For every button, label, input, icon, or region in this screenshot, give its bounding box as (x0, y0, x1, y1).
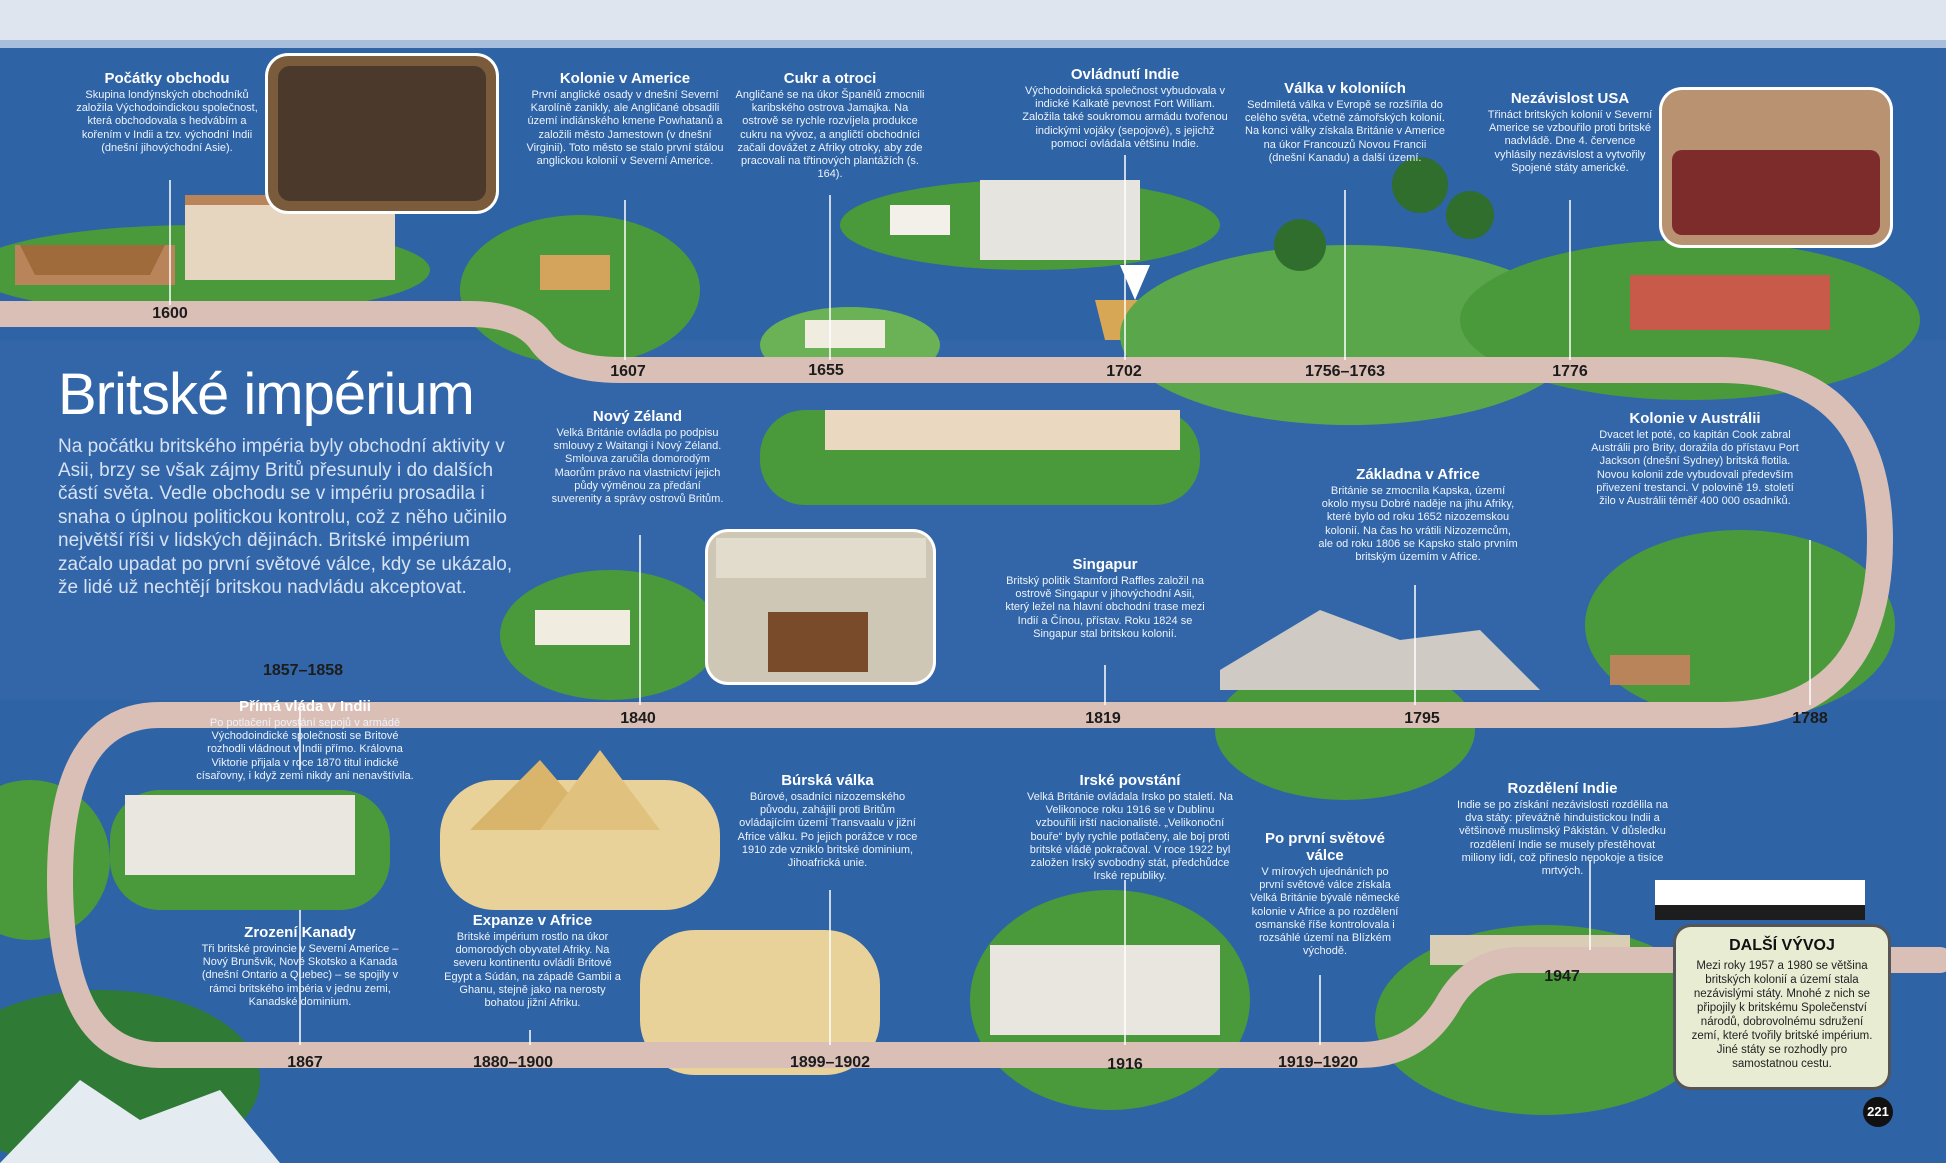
event-text: V mírových ujednáních po první světové v… (1250, 866, 1400, 958)
event-1916: Irské povstání Velká Británie ovládala I… (1025, 772, 1235, 883)
year-label: 1702 (1106, 363, 1142, 380)
event-text: Dvacet let poté, co kapitán Cook zabral … (1591, 429, 1799, 508)
year-label: 1655 (808, 362, 844, 379)
box-title: DALŠÍ VÝVOJ (1729, 937, 1835, 954)
event-text: Východoindická společnost vybudovala v i… (1022, 85, 1228, 150)
event-1776: Nezávislost USA Třináct britských koloni… (1485, 90, 1655, 175)
island-1795 (1215, 610, 1540, 800)
year-label: 1919–1920 (1277, 1054, 1359, 1071)
event-title: Přímá vláda v Indii (239, 698, 371, 715)
event-title: Základna v Africe (1356, 466, 1480, 483)
event-title: Kolonie v Austrálii (1629, 410, 1761, 427)
page-number: 221 (1863, 1097, 1893, 1127)
event-1899: Búrská válka Búrové, osadníci nizozemské… (735, 772, 920, 870)
island-1607 (460, 215, 700, 365)
event-text: První anglické osady v dnešní Severní Ka… (526, 89, 724, 168)
event-text: Velká Británie ovládala Irsko po staletí… (1026, 791, 1234, 883)
intro-text: Na počátku britského impéria byly obchod… (58, 436, 513, 598)
event-text: Britský politik Stamford Raffles založil… (1005, 575, 1205, 640)
event-title: Ovládnutí Indie (1070, 66, 1180, 83)
event-1857: Přímá vláda v Indii Po potlačení povstán… (195, 698, 415, 783)
event-text: Angličané se na úkor Španělů zmocnili ka… (735, 89, 925, 181)
island-1867 (0, 990, 280, 1163)
event-text: Po potlačení povstání sepojů v armádě Vý… (196, 717, 414, 782)
event-title: Rozdělení Indie (1507, 780, 1618, 797)
event-1600: Počátky obchodu Skupina londýnských obch… (72, 70, 262, 155)
island-1840 (500, 410, 1200, 700)
event-1655: Cukr a otroci Angličané se na úkor Španě… (735, 70, 925, 181)
event-title: Počátky obchodu (104, 70, 230, 87)
island-1916 (970, 890, 1250, 1110)
event-title: Válka v koloniích (1284, 80, 1406, 97)
traders-illustration (268, 56, 496, 211)
island-1600 (0, 195, 430, 315)
year-label: 1795 (1404, 710, 1440, 727)
island-africa (440, 750, 880, 1075)
event-1702: Ovládnutí Indie Východoindická společnos… (1020, 66, 1230, 151)
year-label: 1776 (1552, 363, 1588, 380)
event-1607: Kolonie v Americe První anglické osady v… (520, 70, 730, 168)
year-label: 1899–1902 (789, 1054, 871, 1071)
page-title: Britské impérium (58, 362, 475, 427)
event-title: Expanze v Africe (472, 912, 593, 929)
year-label: 1788 (1792, 710, 1828, 727)
event-title: Irské povstání (1079, 772, 1181, 789)
box-text: Mezi roky 1957 a 1980 se většina britský… (1691, 960, 1873, 1070)
event-text: Třináct britských kolonií v Severní Amer… (1487, 109, 1653, 174)
event-text: Búrové, osadníci nizozemského původu, za… (737, 791, 918, 870)
event-title: Nezávislost USA (1510, 90, 1630, 107)
event-1788: Kolonie v Austrálii Dvacet let poté, co … (1590, 410, 1800, 508)
event-title: Singapur (1072, 556, 1138, 573)
event-1867: Zrození Kanady Tři britské provincie v S… (200, 924, 400, 1009)
event-1880: Expanze v Africe Britské impérium rostlo… (440, 912, 625, 1010)
event-title: Zrození Kanady (244, 924, 356, 941)
year-label: 1607 (610, 363, 646, 380)
next-development-box: DALŠÍ VÝVOJ Mezi roky 1957 a 1980 se vět… (1673, 924, 1891, 1090)
year-label: 1947 (1544, 968, 1580, 985)
year-label: 1867 (287, 1054, 323, 1071)
island-1788 (1585, 530, 1895, 720)
event-text: Sedmiletá válka v Evropě se rozšířila do… (1245, 99, 1445, 164)
year-pins (169, 155, 1811, 1045)
event-1795: Základna v Africe Británie se zmocnila K… (1318, 466, 1518, 564)
event-text: Británie se zmocnila Kapska, území okolo… (1318, 485, 1518, 564)
event-1919: Po první světové válce V mírových ujedná… (1250, 830, 1400, 958)
event-title: Búrská válka (781, 772, 874, 789)
year-label: 1857–1858 (262, 662, 344, 679)
year-label: 1840 (620, 710, 656, 727)
declaration-illustration (1662, 90, 1890, 245)
event-1819: Singapur Britský politik Stamford Raffle… (1005, 556, 1205, 641)
event-1947: Rozdělení Indie Indie se po získání nezá… (1455, 780, 1670, 878)
event-text: Indie se po získání nezávislosti rozděli… (1457, 799, 1668, 878)
year-label: 1880–1900 (472, 1054, 554, 1071)
event-title: Kolonie v Americe (559, 70, 691, 87)
year-label: 1600 (152, 305, 188, 322)
event-text: Britské impérium rostlo na úkor domorodý… (444, 931, 621, 1010)
event-title: Nový Zéland (592, 408, 683, 425)
waitangi-illustration (708, 532, 933, 682)
year-label: 1819 (1085, 710, 1121, 727)
timeline-road (0, 301, 1946, 1068)
event-1840: Nový Zéland Velká Británie ovládla po po… (550, 408, 725, 506)
event-1756: Válka v koloniích Sedmiletá válka v Evro… (1245, 80, 1445, 165)
year-label: 1756–1763 (1304, 363, 1386, 380)
year-label: 1916 (1107, 1056, 1143, 1073)
event-text: Velká Británie ovládla po podpisu smlouv… (551, 427, 724, 506)
event-title: Po první světové válce (1264, 830, 1386, 864)
event-text: Tři britské provincie v Severní Americe … (201, 943, 399, 1008)
event-text: Skupina londýnských obchodníků založila … (76, 89, 258, 154)
event-title: Cukr a otroci (783, 70, 877, 87)
